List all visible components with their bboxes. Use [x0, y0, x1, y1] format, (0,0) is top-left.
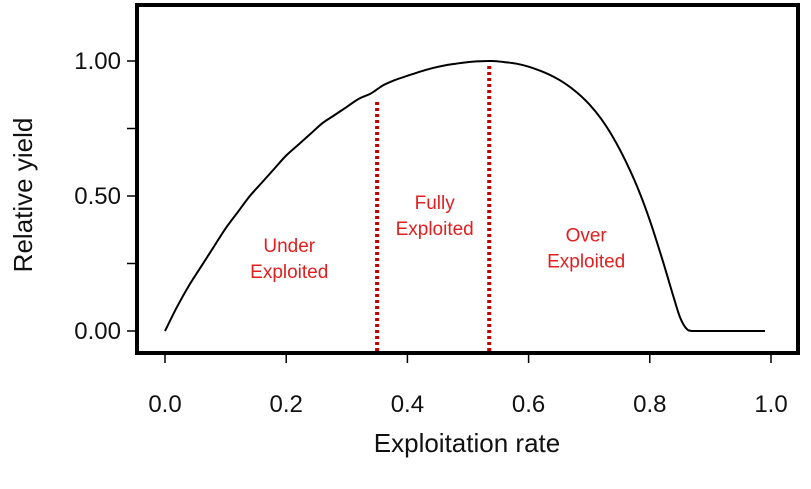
- x-tick-label: 0.2: [270, 391, 303, 418]
- region-label: Exploited: [396, 219, 474, 240]
- region-label: Exploited: [547, 251, 625, 272]
- x-tick-label: 1.0: [754, 391, 787, 418]
- region-label: Fully: [415, 193, 456, 214]
- y-tick-label: 1.00: [74, 48, 121, 75]
- region-label: Under: [263, 236, 315, 257]
- yield-curve-line: [164, 59, 765, 332]
- x-tick-label: 0.8: [633, 391, 666, 418]
- y-tick-label: 0.50: [74, 183, 121, 210]
- region-label: Over: [566, 225, 608, 246]
- x-axis-title: Exploitation rate: [374, 428, 560, 458]
- plot-frame: [135, 3, 800, 355]
- x-axis: 0.0 0.2 0.4 0.6 0.8 1.0: [148, 353, 788, 418]
- region-label: Exploited: [250, 262, 328, 283]
- y-axis: 0.00 0.50 1.00: [74, 48, 137, 345]
- x-tick-label: 0.6: [512, 391, 545, 418]
- y-tick-label: 0.00: [74, 318, 121, 345]
- y-axis-title: Relative yield: [8, 118, 38, 273]
- x-tick-label: 0.0: [148, 391, 181, 418]
- x-tick-label: 0.4: [391, 391, 424, 418]
